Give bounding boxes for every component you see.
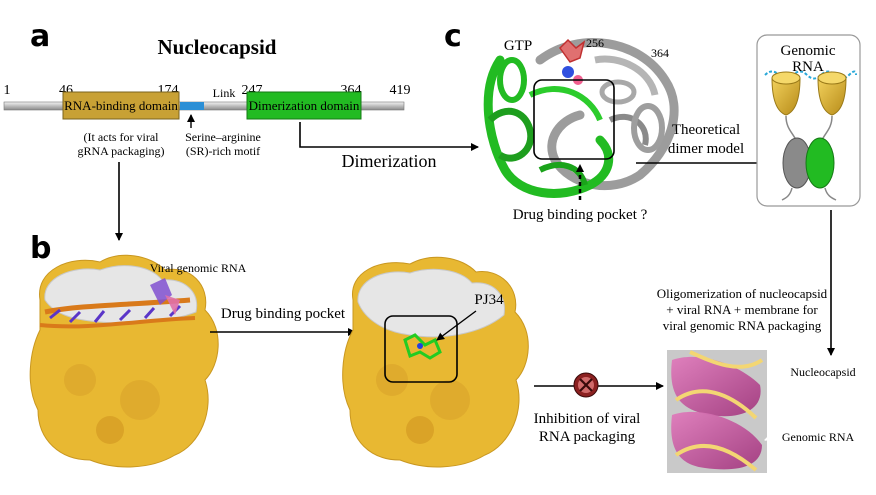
- rna-domain-note-1: (It acts for viral: [84, 130, 160, 144]
- nucleocapsid-helix-image: [667, 350, 767, 473]
- sr-motif-label-2: (SR)-rich motif: [186, 144, 260, 158]
- residue-364-label: 364: [651, 46, 669, 60]
- rna-domain-note-2: gRNA packaging): [78, 144, 165, 158]
- nucleocapsid-title: Nucleocapsid: [157, 35, 276, 59]
- dimer-model-diagram: [756, 34, 861, 207]
- oligomerization-label-2: + viral RNA + membrane for: [666, 302, 818, 317]
- inhibition-label-2: RNA packaging: [539, 429, 636, 445]
- viral-genomic-rna-label: Viral genomic RNA: [150, 261, 247, 275]
- rna-label-model: RNA: [792, 59, 824, 75]
- drug-pocket-box-b: [384, 315, 458, 383]
- dimerization-domain-label: Dimerization domain: [249, 98, 360, 113]
- sr-motif-label-1: Serine–arginine: [185, 130, 261, 144]
- drug-pocket-box-c: [533, 79, 615, 160]
- residue-256-label: 256: [586, 36, 604, 50]
- dimerization-domain: [246, 91, 362, 120]
- dimerization-label: Dimerization: [342, 151, 437, 171]
- position-1: 1: [4, 83, 11, 98]
- rna-binding-domain-label: RNA-binding domain: [64, 98, 178, 113]
- nucleocapsid-pointer-arrow: [773, 371, 790, 380]
- dimerization-arrow: [299, 122, 479, 151]
- panel-label-c: c: [444, 19, 462, 54]
- drug-binding-pocket-label: Drug binding pocket: [221, 306, 346, 322]
- oligomerization-label-1: Oligomerization of nucleocapsid: [657, 286, 828, 301]
- position-419: 419: [390, 83, 411, 98]
- genomic-rna-helix-label: Genomic RNA: [782, 430, 855, 444]
- dimer-model-label: dimer model: [668, 141, 744, 157]
- gtp-label: GTP: [504, 38, 532, 54]
- genomic-label-model: Genomic: [781, 43, 836, 59]
- dimer-ribbon-structure: [483, 38, 679, 198]
- sr-rich-motif-segment: [180, 102, 204, 110]
- pj34-label: PJ34: [474, 292, 504, 308]
- inhibition-icon: [573, 372, 599, 398]
- panel-label-a: a: [30, 19, 50, 54]
- rna-binding-surface-structure: [29, 254, 219, 468]
- theoretical-label: Theoretical: [672, 122, 740, 138]
- drug-pocket-question-label: Drug binding pocket ?: [513, 207, 648, 223]
- inhibition-label-1: Inhibition of viral: [534, 411, 641, 427]
- genomic-rna-pointer-arrow: [764, 433, 781, 442]
- pj34-pointer-arrow: [436, 310, 477, 341]
- drug-bound-surface-structure: [342, 256, 529, 468]
- oligomerization-label-3: viral genomic RNA packaging: [663, 318, 822, 333]
- panel-label-b: b: [30, 231, 51, 266]
- link-label: Link: [213, 86, 236, 100]
- nucleocapsid-helix-label: Nucleocapsid: [790, 365, 855, 379]
- rna-binding-domain: [62, 91, 180, 120]
